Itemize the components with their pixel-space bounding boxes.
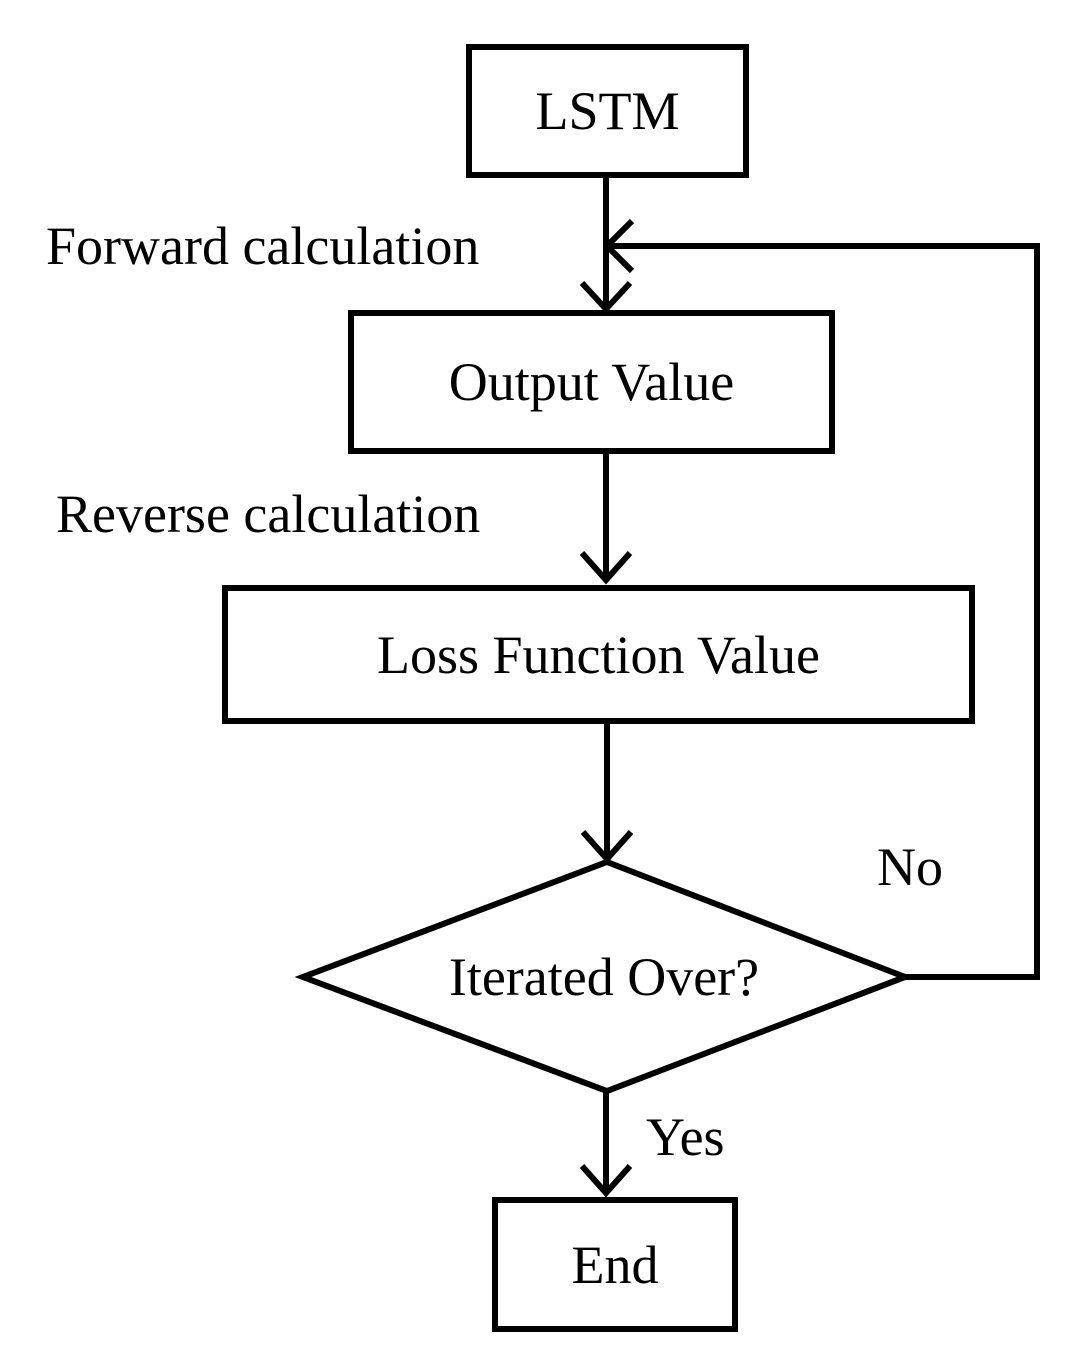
arrowhead-into-loss-icon [579,551,633,585]
node-end: End [492,1197,738,1332]
node-output-value: Output Value [348,310,835,454]
arrowhead-into-end-icon [579,1164,633,1198]
node-decision-label: Iterated Over? [448,946,760,1007]
node-output-value-label: Output Value [448,352,735,412]
node-lstm-label: LSTM [535,81,680,141]
node-loss-function-value-label: Loss Function Value [377,624,820,685]
reverse-calculation-label: Reverse calculation [56,484,481,544]
node-loss-function-value: Loss Function Value [222,585,975,724]
yes-branch-label: Yes [646,1107,725,1167]
no-loop-line [610,243,1040,980]
node-end-label: End [571,1234,659,1295]
no-branch-label: No [877,837,943,897]
arrowhead-into-output-icon [579,280,633,314]
node-lstm: LSTM [466,44,749,178]
forward-calculation-label: Forward calculation [46,216,480,276]
node-decision: Iterated Over? [303,862,905,1091]
arrowhead-loop-junction-icon [602,218,635,274]
